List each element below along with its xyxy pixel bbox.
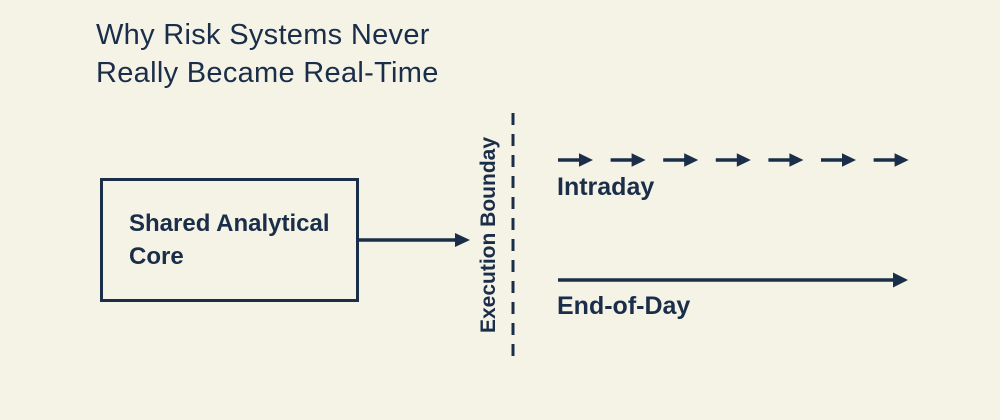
diagram-title: Why Risk Systems Never Really Became Rea… bbox=[96, 19, 439, 89]
end-of-day-label: End-of-Day bbox=[557, 292, 691, 320]
shared-analytical-core-label: Shared Analytical Core bbox=[129, 210, 330, 270]
intraday-label: Intraday bbox=[557, 173, 655, 201]
execution-boundary-label: Execution Bounday bbox=[477, 136, 500, 334]
core-to-boundary-arrow bbox=[359, 233, 470, 247]
intraday-arrows bbox=[558, 153, 909, 167]
shared-analytical-core-box: Shared Analytical Core bbox=[100, 178, 359, 302]
end-of-day-arrow bbox=[558, 272, 908, 288]
